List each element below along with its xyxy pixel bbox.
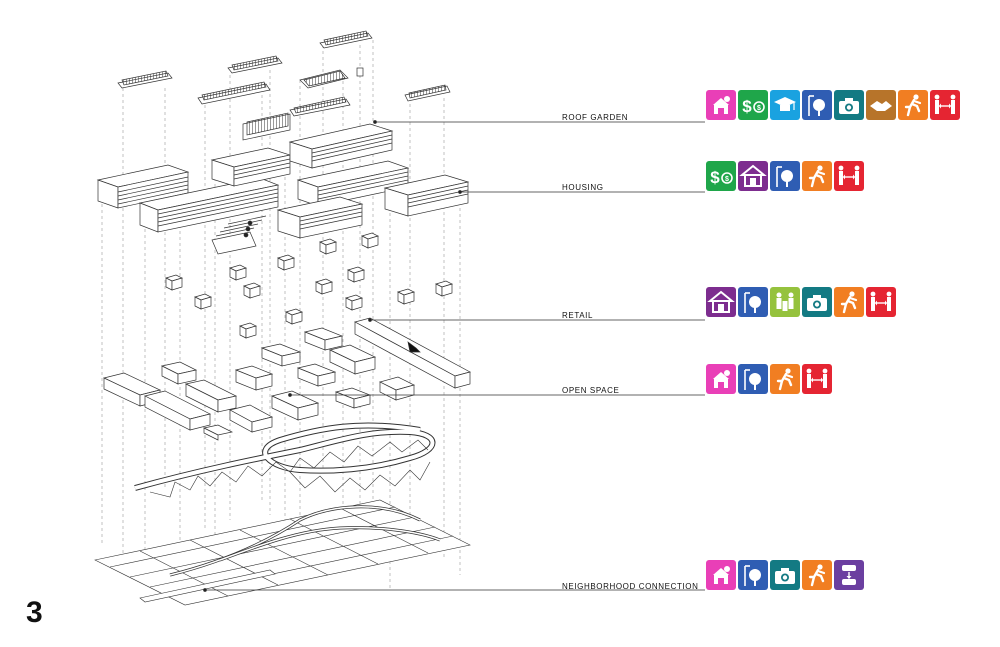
running-icon bbox=[770, 364, 800, 394]
camera-icon bbox=[802, 287, 832, 317]
layer-label-open-space: OPEN SPACE bbox=[562, 386, 619, 395]
home-icon bbox=[706, 287, 736, 317]
retail-open-space-layer bbox=[102, 317, 471, 441]
farm-icon bbox=[706, 364, 736, 394]
traffic-icon bbox=[834, 560, 864, 590]
layer-label-retail: RETAIL bbox=[562, 311, 593, 320]
farm-icon bbox=[706, 90, 736, 120]
cube bbox=[277, 254, 295, 271]
housing-block bbox=[296, 160, 410, 207]
home-icon bbox=[738, 161, 768, 191]
icon-rows: $$$$ bbox=[706, 90, 960, 590]
cube bbox=[229, 264, 247, 281]
housing-block bbox=[276, 196, 364, 239]
cube bbox=[194, 293, 212, 310]
roof-planter bbox=[227, 55, 283, 74]
roof-planter bbox=[242, 112, 291, 141]
cube bbox=[397, 288, 415, 305]
retail-block bbox=[379, 376, 415, 401]
social-distance-icon bbox=[866, 287, 896, 317]
money-exchange-icon: $$ bbox=[706, 161, 736, 191]
retail-block bbox=[144, 390, 211, 431]
retail-block bbox=[260, 343, 302, 367]
running-icon bbox=[802, 560, 832, 590]
camera-icon bbox=[770, 560, 800, 590]
layer-label-neighborhood-connection: NEIGHBORHOOD CONNECTION bbox=[562, 582, 698, 591]
housing-block bbox=[210, 147, 292, 187]
svg-text:$: $ bbox=[725, 176, 729, 183]
cube bbox=[315, 278, 333, 295]
retail-block bbox=[334, 387, 372, 409]
park-tree-icon bbox=[738, 560, 768, 590]
handshake-icon bbox=[866, 90, 896, 120]
retail-block bbox=[202, 424, 234, 441]
leader-lines bbox=[203, 120, 705, 592]
farm-icon bbox=[706, 560, 736, 590]
cube-layer bbox=[165, 232, 453, 339]
retail-block bbox=[296, 363, 337, 387]
housing-layer bbox=[96, 123, 470, 255]
cube bbox=[361, 232, 379, 249]
roof-planter bbox=[117, 70, 173, 89]
cube bbox=[345, 294, 363, 311]
retail-block bbox=[303, 327, 344, 351]
layer-label-roof-garden: ROOF GARDEN bbox=[562, 113, 628, 122]
roof-planter bbox=[299, 69, 349, 89]
roof-planter bbox=[319, 30, 373, 49]
park-tree-icon bbox=[738, 287, 768, 317]
svg-text:$: $ bbox=[742, 97, 752, 116]
park-tree-icon bbox=[802, 90, 832, 120]
running-icon bbox=[834, 287, 864, 317]
roof-planter bbox=[197, 81, 271, 105]
running-icon bbox=[802, 161, 832, 191]
cube bbox=[243, 282, 261, 299]
social-distance-icon bbox=[802, 364, 832, 394]
svg-text:$: $ bbox=[757, 105, 761, 112]
roof-garden-layer bbox=[117, 30, 451, 141]
retail-block bbox=[354, 317, 471, 389]
cube bbox=[435, 280, 453, 297]
community-icon bbox=[770, 287, 800, 317]
cube bbox=[239, 322, 257, 339]
cube bbox=[319, 238, 337, 255]
running-icon bbox=[898, 90, 928, 120]
retail-block bbox=[234, 365, 274, 391]
cube bbox=[347, 266, 365, 283]
park-tree-icon bbox=[738, 364, 768, 394]
retail-block bbox=[160, 361, 198, 385]
stair-element bbox=[211, 215, 267, 255]
roof-planter bbox=[404, 84, 451, 102]
retail-block bbox=[184, 379, 238, 413]
housing-block bbox=[383, 174, 470, 217]
park-tree-icon bbox=[770, 161, 800, 191]
social-distance-icon bbox=[930, 90, 960, 120]
roof-planter bbox=[289, 96, 351, 117]
housing-block bbox=[96, 164, 190, 209]
elevated-walkway bbox=[134, 422, 436, 498]
retail-block bbox=[229, 404, 273, 433]
housing-block bbox=[288, 123, 394, 169]
money-exchange-icon: $$ bbox=[738, 90, 768, 120]
cube bbox=[165, 274, 183, 291]
retail-block bbox=[328, 344, 377, 375]
cube bbox=[285, 308, 303, 325]
retail-block bbox=[270, 390, 320, 421]
figure-number: 3 bbox=[26, 596, 43, 629]
svg-text:$: $ bbox=[710, 168, 720, 187]
camera-icon bbox=[834, 90, 864, 120]
social-distance-icon bbox=[834, 161, 864, 191]
education-icon bbox=[770, 90, 800, 120]
layer-label-housing: HOUSING bbox=[562, 183, 604, 192]
housing-block bbox=[138, 177, 280, 233]
ground-plane bbox=[94, 499, 471, 606]
layer-labels: ROOF GARDEN HOUSING RETAIL OPEN SPACE NE… bbox=[562, 113, 698, 591]
